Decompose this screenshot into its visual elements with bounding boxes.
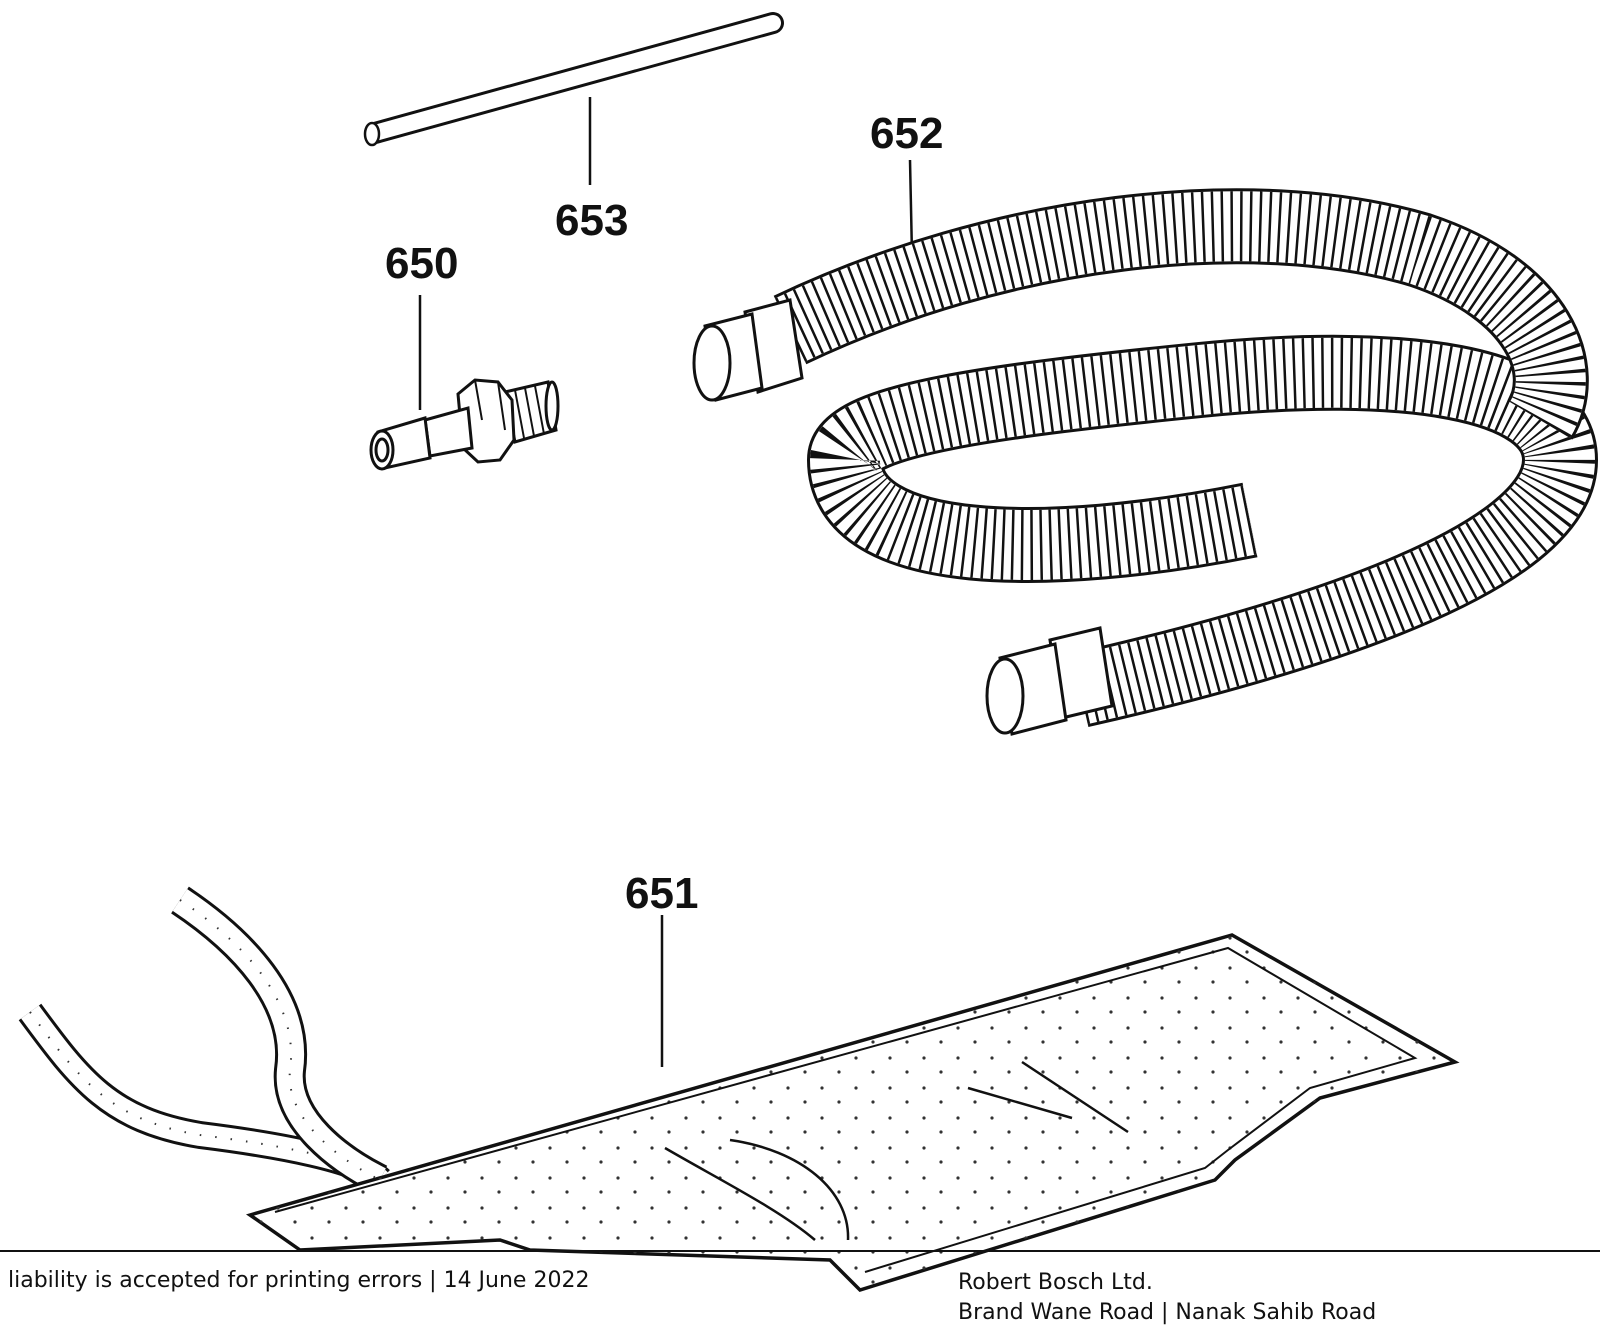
footer-disclaimer: liability is accepted for printing error…: [8, 1268, 590, 1293]
part-651-filter-bag: [18, 886, 1460, 1292]
callout-652: 652: [870, 109, 943, 158]
footer-company-block: Robert Bosch Ltd. Brand Wane Road | Nana…: [958, 1268, 1376, 1328]
part-650-fitting: [369, 295, 560, 471]
part-653-rod: [363, 12, 784, 185]
footer-company-name: Robert Bosch Ltd.: [958, 1270, 1153, 1295]
part-652-hose: [692, 159, 1599, 736]
footer-address: Brand Wane Road | Nanak Sahib Road: [958, 1300, 1377, 1325]
leader-652: [908, 159, 914, 256]
callout-653: 653: [555, 196, 628, 245]
callout-650: 650: [385, 239, 458, 288]
footer-divider: [0, 1250, 1600, 1252]
callout-651: 651: [625, 869, 698, 918]
